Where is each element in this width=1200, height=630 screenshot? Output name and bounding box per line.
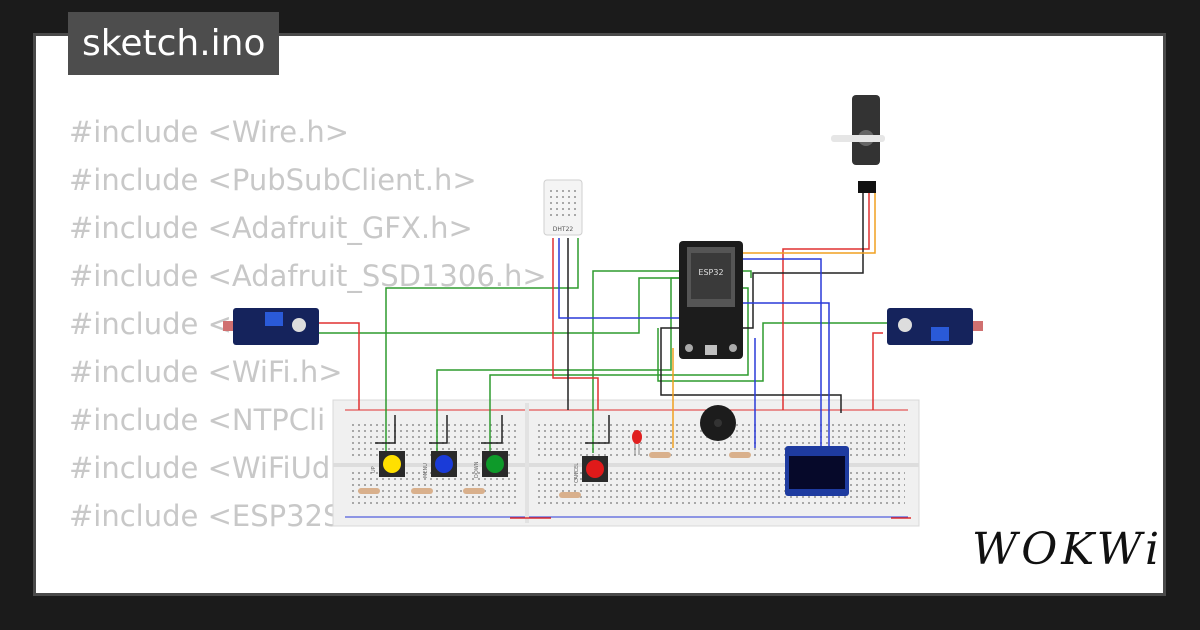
button-label-menu: MENU bbox=[423, 463, 429, 478]
wokwi-logo: WOKWi bbox=[972, 524, 1164, 575]
oled-display bbox=[785, 446, 849, 496]
dht22-label: DHT22 bbox=[553, 226, 574, 233]
button-cancel[interactable] bbox=[582, 456, 608, 482]
code-line: #include <ESP32S bbox=[69, 499, 342, 533]
code-preview: #include <Wire.h> #include <PubSubClient… bbox=[69, 108, 547, 593]
ldr-module-right bbox=[887, 308, 983, 345]
esp32-label: ESP32 bbox=[698, 268, 723, 277]
code-line: #include <Wire.h> bbox=[69, 115, 350, 149]
code-line: #include <Adafruit_GFX.h> bbox=[69, 211, 473, 245]
button-label-down: DOWN bbox=[474, 461, 480, 478]
dht22-sensor: DHT22 bbox=[543, 179, 583, 236]
button-label-up: UP bbox=[371, 466, 377, 473]
button-down[interactable] bbox=[482, 451, 508, 477]
code-line: #include <NTPCli bbox=[69, 403, 326, 437]
button-up[interactable] bbox=[379, 451, 405, 477]
ldr-module-left bbox=[223, 308, 319, 345]
button-menu[interactable] bbox=[431, 451, 457, 477]
circuit-diagram: UP MENU DOWN CANCEL DHT22 bbox=[223, 95, 983, 527]
led-red bbox=[632, 430, 642, 455]
file-tab[interactable]: sketch.ino bbox=[68, 12, 280, 75]
code-line: #include <PubSubClient.h> bbox=[69, 163, 477, 197]
code-line: #include < bbox=[69, 307, 232, 341]
preview-frame: #include <Wire.h> #include <PubSubClient… bbox=[33, 33, 1166, 596]
code-line: #include <WiFiUd bbox=[69, 451, 331, 485]
esp32-board: ESP32 bbox=[679, 241, 743, 359]
code-line: #include <WiFi.h> bbox=[69, 355, 343, 389]
button-label-cancel: CANCEL bbox=[574, 463, 580, 483]
buzzer bbox=[700, 405, 736, 441]
resistors bbox=[358, 452, 751, 498]
servo-motor bbox=[831, 95, 885, 193]
